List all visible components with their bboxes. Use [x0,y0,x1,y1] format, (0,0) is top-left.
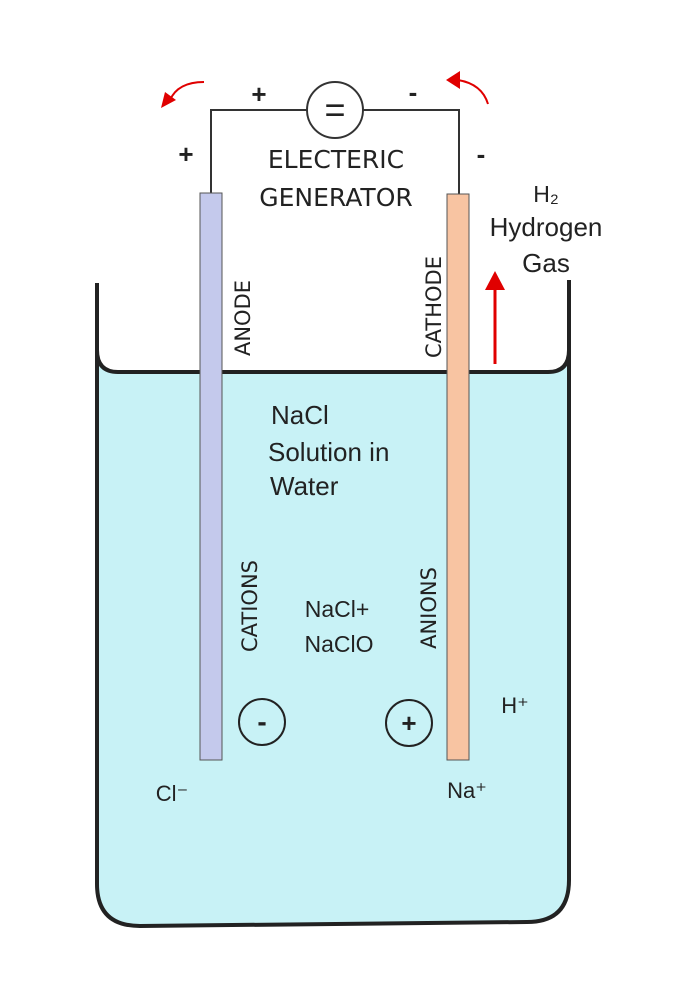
generator-label-line1: ELECTERIC [268,145,404,174]
wire-sign-minus: - [477,139,486,169]
gas-formula: H₂ [533,181,559,207]
current-arrow-right-head [446,71,460,89]
wire-sign-plus: + [178,139,193,169]
generator-circle [306,81,364,139]
positive-ion-circle [385,699,433,747]
gas-line1: Hydrogen [490,212,603,242]
generator-sign-plus: + [251,79,266,109]
positive-ion-symbol: + [401,708,416,738]
anions-label: ANIONS [417,567,441,649]
hydrogen-ion-label: H⁺ [501,693,529,718]
vessel [95,280,571,374]
generator-symbol: = [324,89,345,130]
product-line1: NaCl+ [305,596,370,622]
anode-electrode [199,192,223,761]
product-line2: NaClO [304,631,373,657]
wire-left [210,109,307,193]
current-arrow-left [169,81,205,101]
negative-ion-circle [238,698,286,746]
generator-label-line2: GENERATOR [259,183,413,212]
solution-label-line3: Water [270,471,339,501]
cations-label: CATIONS [238,560,262,652]
gas-arrow-head [485,271,505,290]
gas-line2: Gas [522,248,570,278]
current-arrow-right [457,79,489,105]
negative-ion-symbol: - [257,706,266,737]
generator-sign-minus: - [409,77,418,107]
solution-label-line1: NaCl [271,400,329,430]
wire-right [363,109,460,194]
chloride-ion-label: Cl⁻ [156,781,188,806]
vessel-outer [95,350,571,929]
cathode-electrode [446,193,470,761]
current-arrow-left-head [161,92,176,108]
cathode-label: CATHODE [422,256,446,358]
solution-label-line2: Solution in [268,437,389,467]
sodium-ion-label: Na⁺ [447,778,487,803]
anode-label: ANODE [231,280,255,356]
